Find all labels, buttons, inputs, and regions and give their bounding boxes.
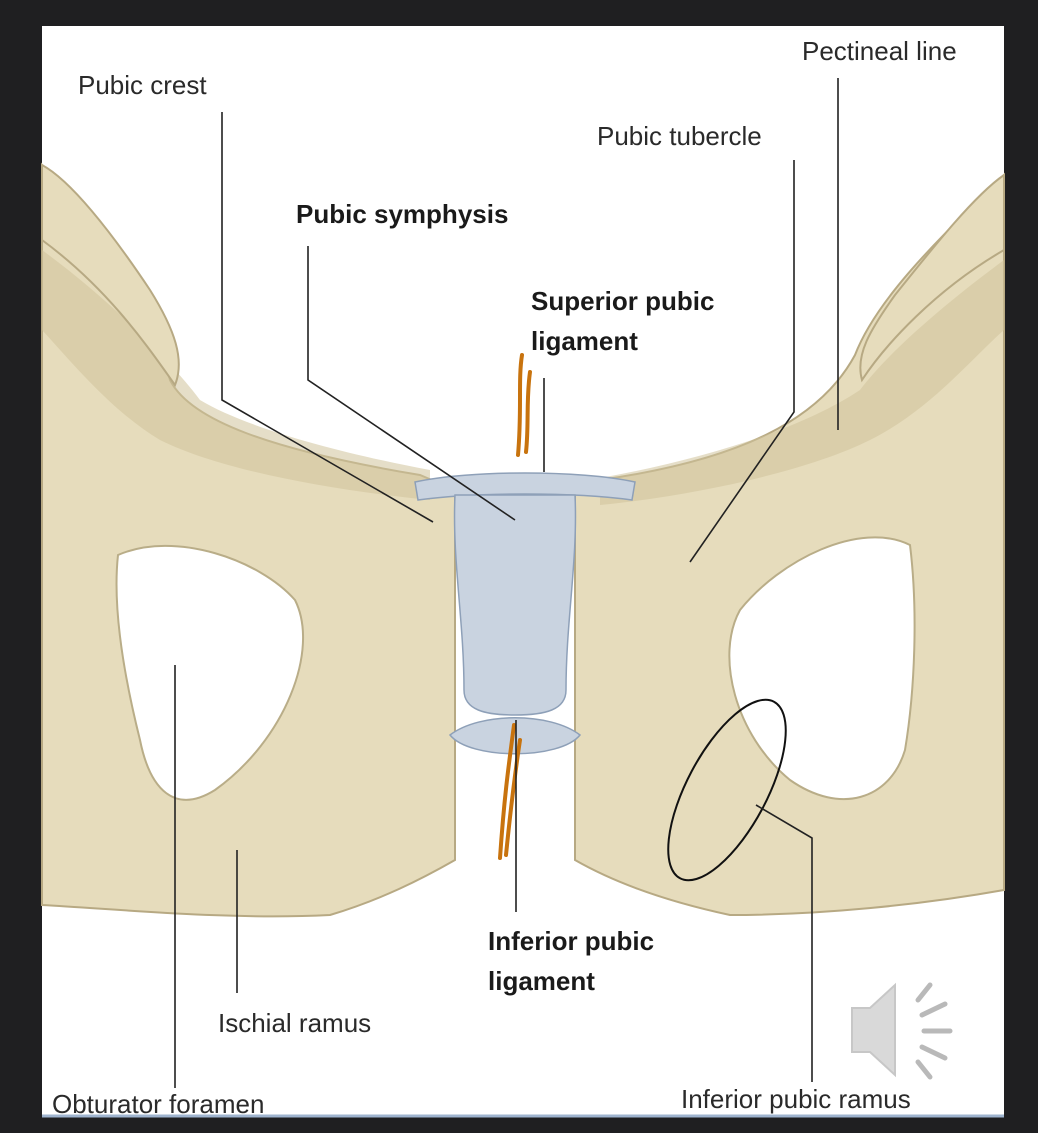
speaker-icon[interactable] <box>851 982 953 1080</box>
label-inferior-pubic-ramus: Inferior pubic ramus <box>681 1084 911 1114</box>
label-inferior-pubic-ligament-1: Inferior pubic <box>488 926 654 956</box>
handwritten-annotation-marks <box>498 353 532 860</box>
left-obturator-foramen-shape <box>115 544 304 801</box>
label-pubic-tubercle: Pubic tubercle <box>597 121 762 151</box>
inferior-pubic-ligament-shape <box>448 717 582 755</box>
label-superior-pubic-ligament-1: Superior pubic <box>531 286 714 316</box>
label-pubic-symphysis: Pubic symphysis <box>296 199 508 229</box>
label-ischial-ramus: Ischial ramus <box>218 1008 371 1038</box>
label-pubic-crest: Pubic crest <box>78 70 207 100</box>
label-inferior-pubic-ligament-2: ligament <box>488 966 595 996</box>
label-superior-pubic-ligament-2: ligament <box>531 326 638 356</box>
right-dark-margin <box>1004 0 1038 1133</box>
label-obturator-foramen: Obturator foramen <box>52 1089 264 1119</box>
interpubic-disc-shape <box>453 494 577 716</box>
leader-lines <box>174 78 839 1088</box>
right-obturator-foramen-shape <box>728 536 916 801</box>
label-pectineal-line: Pectineal line <box>802 36 957 66</box>
